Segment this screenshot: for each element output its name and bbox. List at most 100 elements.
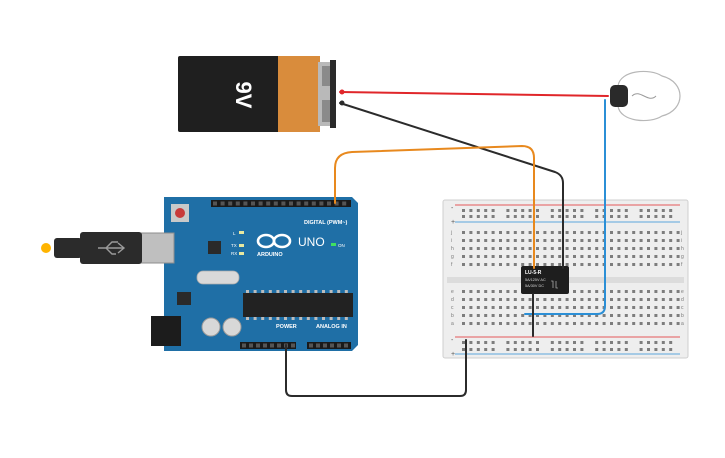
breadboard-hole	[536, 231, 539, 234]
usb-cable-boot	[54, 238, 82, 258]
breadboard-hole	[617, 322, 621, 325]
breadboard-hole	[513, 215, 517, 218]
breadboard-hole	[550, 322, 554, 325]
breadboard-hole	[573, 341, 576, 344]
breadboard-hole	[462, 290, 465, 293]
breadboard-hole	[499, 298, 502, 301]
breadboard-hole	[624, 255, 628, 258]
breadboard-hole	[513, 239, 517, 242]
breadboard-hole	[654, 341, 658, 344]
chip-pin	[268, 317, 272, 320]
chip-pin	[291, 290, 295, 293]
wire-black-battery-to-relay[interactable]	[339, 102, 564, 269]
breadboard-hole	[476, 263, 480, 266]
breadboard-hole	[521, 306, 525, 309]
breadboard-hole	[639, 209, 643, 212]
breadboard-hole	[521, 239, 525, 242]
breadboard-hole	[558, 263, 562, 266]
breadboard-hole	[654, 306, 658, 309]
breadboard-hole	[661, 298, 665, 301]
breadboard-hole	[610, 231, 613, 234]
breadboard-hole	[550, 247, 554, 250]
rail-sign-top-minus: -	[451, 205, 454, 212]
relay[interactable]: LU-5-R 5A/125V AC 5A/30V DC	[521, 266, 569, 294]
breadboard-hole	[587, 298, 591, 301]
breadboard-hole	[476, 215, 480, 218]
breadboard-hole	[491, 231, 495, 234]
breadboard-hole	[558, 231, 562, 234]
breadboard-hole	[639, 348, 643, 351]
breadboard-hole	[661, 255, 665, 258]
breadboard-hole	[565, 341, 569, 344]
breadboard-hole	[491, 263, 495, 266]
chip-pin	[314, 317, 318, 320]
breadboard-hole	[558, 348, 562, 351]
breadboard-hole	[610, 263, 613, 266]
header-pin	[220, 201, 225, 206]
wire-red-endpoint	[339, 89, 345, 95]
breadboard-hole	[573, 247, 576, 250]
breadboard-hole	[513, 231, 517, 234]
battery-9v[interactable]: 9V	[178, 56, 336, 132]
breadboard-hole	[595, 322, 599, 325]
reset-button[interactable]	[175, 208, 185, 218]
breadboard-hole	[462, 314, 465, 317]
breadboard-hole	[669, 322, 673, 325]
breadboard-row-letter: e	[681, 289, 684, 295]
battery-connector	[330, 60, 336, 128]
arduino-uno[interactable]: DIGITAL (PWM~) UNO ARDUINO ON L TX RX PO…	[41, 197, 358, 351]
breadboard-hole	[580, 298, 584, 301]
breadboard-hole	[654, 263, 658, 266]
breadboard-hole	[661, 239, 665, 242]
breadboard-hole	[550, 348, 554, 351]
breadboard-hole	[654, 290, 658, 293]
breadboard-hole	[580, 239, 584, 242]
header-pin	[251, 201, 255, 206]
breadboard-hole	[536, 306, 539, 309]
breadboard-hole	[513, 348, 517, 351]
breadboard-hole	[521, 255, 525, 258]
rail-sign-top-plus: +	[451, 219, 455, 226]
atmega-chip	[243, 293, 353, 317]
breadboard-hole	[639, 231, 643, 234]
breadboard-hole	[469, 341, 473, 344]
wire-red-battery-to-bulb[interactable]	[339, 91, 609, 97]
breadboard-hole	[558, 341, 562, 344]
breadboard-hole	[654, 209, 658, 212]
light-bulb[interactable]	[610, 70, 681, 122]
breadboard-hole	[558, 298, 562, 301]
breadboard-hole	[476, 314, 480, 317]
breadboard-hole	[521, 348, 525, 351]
breadboard-hole	[639, 239, 643, 242]
breadboard-hole	[624, 263, 628, 266]
wire-black-gnd-to-breadboard[interactable]	[285, 339, 467, 397]
chip-pin	[261, 290, 265, 293]
breadboard-hole	[476, 298, 480, 301]
breadboard-row-letter: i	[681, 238, 682, 244]
chip-pin	[314, 290, 318, 293]
bottom-pins	[242, 343, 348, 348]
breadboard-hole	[558, 247, 562, 250]
breadboard-hole	[624, 290, 628, 293]
breadboard-hole	[647, 239, 650, 242]
usb-port	[139, 232, 175, 264]
breadboard-hole	[506, 306, 510, 309]
breadboard-hole	[565, 231, 569, 234]
power-jack	[151, 316, 181, 346]
breadboard-hole	[491, 298, 495, 301]
header-pin	[344, 343, 348, 348]
header-pin	[334, 201, 339, 206]
breadboard-hole	[617, 231, 621, 234]
wire-blue-bulb-to-relay[interactable]	[524, 99, 606, 315]
breadboard-hole	[573, 231, 576, 234]
breadboard-hole	[469, 247, 473, 250]
breadboard-hole	[543, 263, 547, 266]
breadboard-hole	[491, 247, 495, 250]
breadboard-hole	[654, 231, 658, 234]
breadboard-row-letter: e	[451, 289, 454, 295]
breadboard-holes	[462, 209, 680, 351]
analog-label: ANALOG IN	[316, 324, 347, 330]
breadboard-hole	[639, 290, 643, 293]
wire-orange-pin-to-relay[interactable]	[334, 144, 535, 269]
breadboard-hole	[676, 263, 680, 266]
